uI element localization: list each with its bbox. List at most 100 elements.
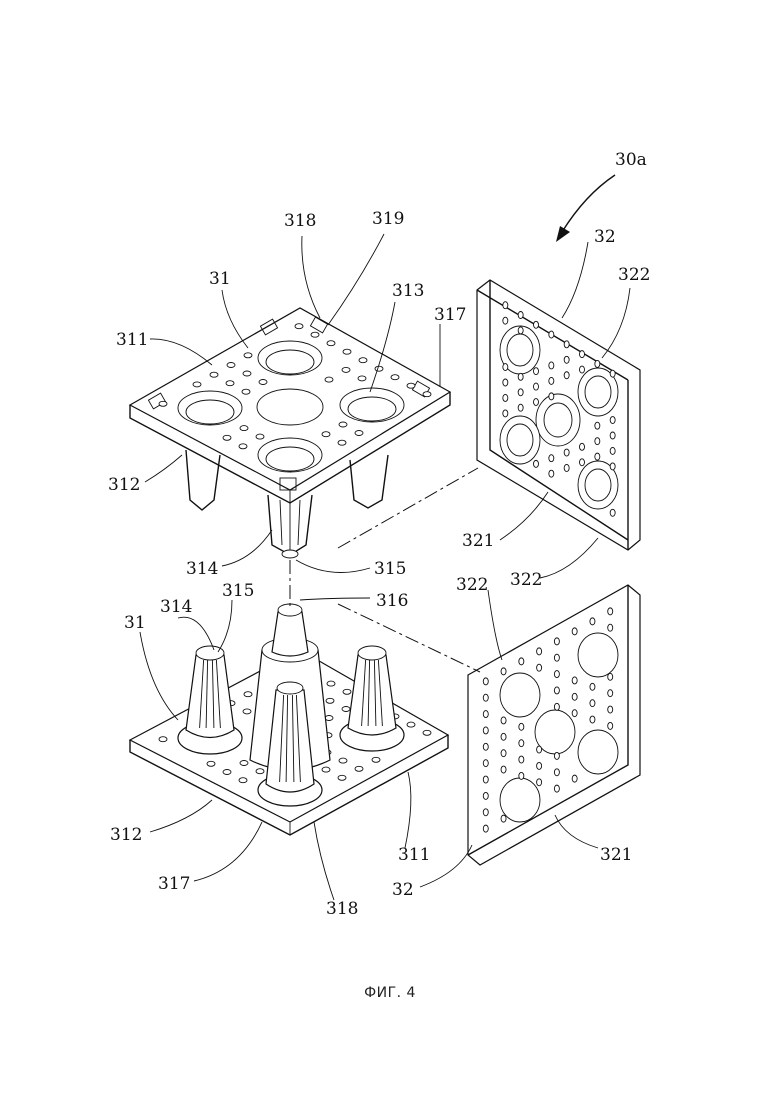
perforation-hole <box>325 377 333 382</box>
perforation-hole <box>572 710 577 717</box>
perforation-hole <box>580 443 585 450</box>
perforation-hole <box>342 367 350 372</box>
perforation-hole <box>554 769 559 776</box>
perforation-hole <box>483 743 488 750</box>
label-311-top: 311 <box>116 330 148 350</box>
assembly-arrow <box>562 175 615 232</box>
perforation-hole <box>608 722 613 729</box>
perforation-hole <box>518 312 523 319</box>
perforation-hole <box>590 700 595 707</box>
perforation-hole <box>223 435 231 440</box>
label-322-top: 322 <box>618 265 650 285</box>
perforation-hole <box>580 459 585 466</box>
perforation-hole <box>537 746 542 753</box>
perforation-hole <box>572 628 577 635</box>
perforation-hole <box>327 341 335 346</box>
label-322-low: 322 <box>456 575 488 595</box>
perforation-hole <box>610 447 615 454</box>
label-322-mid: 322 <box>510 570 542 590</box>
perforation-hole <box>223 770 231 775</box>
perforation-hole <box>595 360 600 367</box>
perforation-hole <box>483 825 488 832</box>
perforation-hole <box>564 356 569 363</box>
perforation-hole <box>339 422 347 427</box>
perforation-hole <box>549 377 554 384</box>
perforation-hole <box>239 444 247 449</box>
perforation-hole <box>338 775 346 780</box>
perforation-hole <box>355 431 363 436</box>
perforation-hole <box>391 375 399 380</box>
label-312-top: 312 <box>108 475 140 495</box>
perforation-hole <box>564 341 569 348</box>
perforation-hole <box>295 324 303 329</box>
perforation-hole <box>564 449 569 456</box>
perforation-hole <box>407 722 415 727</box>
perforation-hole <box>534 368 539 375</box>
perforation-hole <box>608 624 613 631</box>
perforation-hole <box>554 638 559 645</box>
perforation-hole <box>483 776 488 783</box>
perforation-hole <box>338 440 346 445</box>
perforation-hole <box>355 766 363 771</box>
perforation-hole <box>534 399 539 406</box>
perforation-hole <box>610 417 615 424</box>
perforation-hole <box>423 730 431 735</box>
perforation-hole <box>423 392 431 397</box>
label-317-low: 317 <box>158 874 190 894</box>
perforation-hole <box>537 648 542 655</box>
perforation-hole <box>590 618 595 625</box>
perforation-hole <box>501 668 506 675</box>
perforation-hole <box>244 353 252 358</box>
perforation-hole <box>610 509 615 516</box>
perforation-hole <box>243 709 251 714</box>
figure-caption: ФИГ. 4 <box>0 985 780 1001</box>
perforation-hole <box>608 706 613 713</box>
perforation-hole <box>501 750 506 757</box>
perforation-hole <box>554 654 559 661</box>
perforation-hole <box>501 733 506 740</box>
label-32-low: 32 <box>392 880 414 900</box>
perforation-hole <box>580 351 585 358</box>
perforation-hole <box>242 389 250 394</box>
perforation-hole <box>407 383 415 388</box>
perforation-hole <box>327 681 335 686</box>
label-316: 316 <box>376 591 408 611</box>
perforation-hole <box>501 766 506 773</box>
label-319: 319 <box>372 209 404 229</box>
label-321-low: 321 <box>600 845 632 865</box>
perforation-hole <box>256 769 264 774</box>
perforation-hole <box>240 761 248 766</box>
perforation-hole <box>343 689 351 694</box>
perforation-hole <box>518 404 523 411</box>
perforation-hole <box>375 366 383 371</box>
upper-side-panel <box>477 280 640 550</box>
perforation-hole <box>537 762 542 769</box>
perforation-hole <box>227 363 235 368</box>
perforation-hole <box>518 327 523 334</box>
perforation-hole <box>326 698 334 703</box>
perforation-hole <box>239 778 247 783</box>
perforation-hole <box>243 371 251 376</box>
perforation-hole <box>483 792 488 799</box>
perforation-hole <box>519 723 524 730</box>
label-318-low: 318 <box>326 899 358 919</box>
perforation-hole <box>259 380 267 385</box>
perforation-hole <box>501 815 506 822</box>
perforation-hole <box>595 453 600 460</box>
upper-base-plate <box>130 308 450 558</box>
perforation-hole <box>240 426 248 431</box>
label-31-top: 31 <box>209 269 231 289</box>
label-318-top: 318 <box>284 211 316 231</box>
perforation-hole <box>572 775 577 782</box>
perforation-hole <box>595 438 600 445</box>
label-315-low: 315 <box>222 581 254 601</box>
perforation-hole <box>207 761 215 766</box>
perforation-hole <box>580 366 585 373</box>
perforation-hole <box>483 711 488 718</box>
assembly-arrowhead <box>556 226 570 242</box>
label-31-low: 31 <box>124 613 146 633</box>
label-30a: 30a <box>615 150 647 170</box>
perforation-hole <box>519 658 524 665</box>
perforation-hole <box>322 432 330 437</box>
perforation-hole <box>534 383 539 390</box>
